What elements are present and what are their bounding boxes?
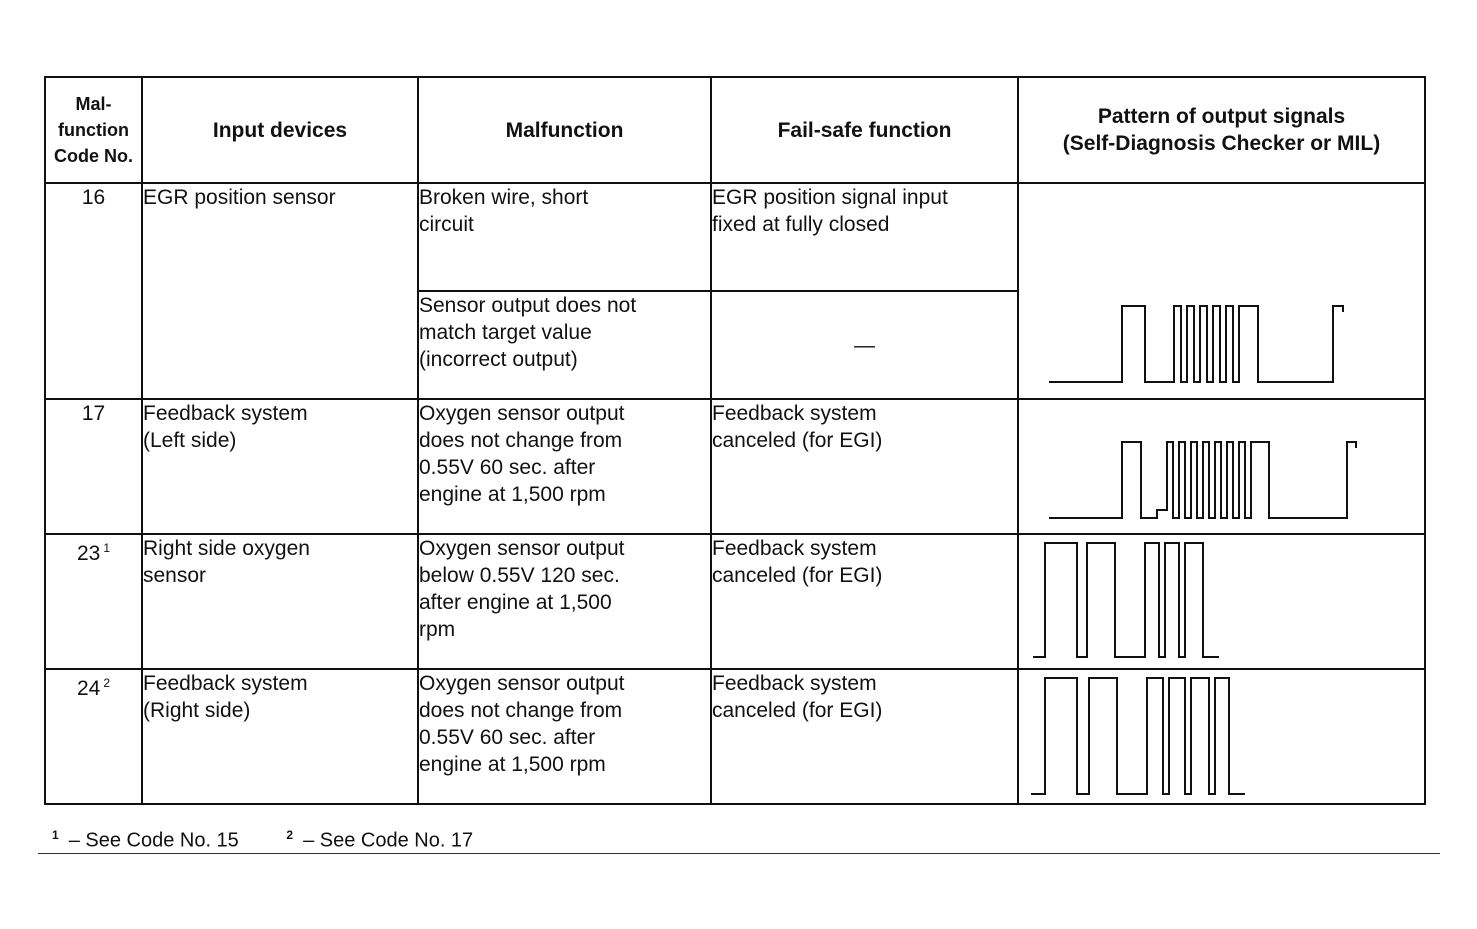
malfunction-line: after engine at 1,500 bbox=[419, 591, 612, 614]
malfunction-line: Broken wire, short bbox=[419, 186, 589, 209]
header-code: Mal- function Code No. bbox=[44, 76, 143, 184]
malfunction-cell: Oxygen sensor output does not change fro… bbox=[417, 398, 712, 535]
input-device-line: Feedback system bbox=[143, 402, 308, 425]
fail-safe-line: canceled (for EGI) bbox=[712, 429, 883, 452]
code-cell: 17 bbox=[44, 398, 143, 535]
code-number: 23 bbox=[76, 542, 101, 565]
fail-safe-line: canceled (for EGI) bbox=[712, 699, 883, 722]
malfunction-line: engine at 1,500 rpm bbox=[419, 483, 606, 506]
fail-safe-cell: Feedback system canceled (for EGI) bbox=[710, 398, 1019, 535]
output-signal-pattern-cell bbox=[1017, 182, 1426, 400]
footnote-mark: 2 bbox=[286, 828, 294, 842]
malfunction-line: engine at 1,500 rpm bbox=[419, 753, 606, 776]
fail-safe-cell: — bbox=[710, 290, 1019, 400]
output-signal-pattern-cell bbox=[1017, 668, 1426, 805]
fail-safe-none: — bbox=[854, 333, 875, 357]
footnote-mark: 2 bbox=[103, 676, 111, 690]
input-device-cell: Feedback system (Right side) bbox=[141, 668, 419, 805]
malfunction-line: Oxygen sensor output bbox=[419, 402, 625, 425]
input-device-line: sensor bbox=[143, 564, 207, 587]
malfunction-line: 0.55V 60 sec. after bbox=[419, 456, 596, 479]
malfunction-line: Oxygen sensor output bbox=[419, 672, 625, 695]
code-number: 24 bbox=[76, 677, 101, 700]
fail-safe-line: Feedback system bbox=[712, 402, 877, 425]
waveform-line bbox=[1031, 677, 1245, 795]
malfunction-code-table: Mal- function Code No. Input devices Mal… bbox=[44, 76, 1426, 805]
malfunction-line: circuit bbox=[419, 213, 474, 236]
fail-safe-line: EGR position signal input bbox=[712, 186, 948, 209]
code-cell: 16 bbox=[44, 182, 143, 400]
output-signal-waveform-16 bbox=[1049, 305, 1344, 383]
waveform-line bbox=[1049, 305, 1344, 383]
header-pattern-line: Pattern of output signals bbox=[1097, 105, 1346, 128]
header-pattern-line: (Self-Diagnosis Checker or MIL) bbox=[1062, 132, 1381, 155]
input-device-cell: Feedback system (Left side) bbox=[141, 398, 419, 535]
header-code-line: Code No. bbox=[54, 146, 133, 166]
input-device-line: (Right side) bbox=[143, 699, 251, 722]
footnote-text: – See Code No. 17 bbox=[303, 829, 474, 852]
malfunction-line: Sensor output does not bbox=[419, 294, 637, 317]
header-input-devices: Input devices bbox=[141, 76, 419, 184]
header-code-line: function bbox=[58, 120, 129, 140]
malfunction-line: rpm bbox=[419, 618, 456, 641]
footnotes: 1 – See Code No. 15 2 – See Code No. 17 bbox=[52, 822, 515, 854]
output-signal-waveform-24 bbox=[1031, 677, 1245, 795]
page-bottom-rule bbox=[38, 853, 1440, 854]
fail-safe-cell: Feedback system canceled (for EGI) bbox=[710, 533, 1019, 670]
malfunction-line: does not change from bbox=[419, 699, 623, 722]
code-number: 16 bbox=[81, 186, 106, 209]
input-device-line: EGR position sensor bbox=[143, 186, 336, 209]
malfunction-line: (incorrect output) bbox=[419, 348, 578, 371]
code-number: 17 bbox=[81, 402, 106, 425]
footnote-mark: 1 bbox=[103, 541, 111, 555]
malfunction-cell: Oxygen sensor output below 0.55V 120 sec… bbox=[417, 533, 712, 670]
input-device-cell: Right side oxygen sensor bbox=[141, 533, 419, 670]
footnote: 2 – See Code No. 17 bbox=[286, 822, 473, 854]
waveform-line bbox=[1049, 441, 1357, 519]
malfunction-cell: Broken wire, short circuit bbox=[417, 182, 712, 292]
fail-safe-line: canceled (for EGI) bbox=[712, 564, 883, 587]
malfunction-line: Oxygen sensor output bbox=[419, 537, 625, 560]
table-row-code-16a: 16 EGR position sensor Broken wire, shor… bbox=[44, 182, 1426, 400]
input-device-line: (Left side) bbox=[143, 429, 237, 452]
header-fail-safe: Fail-safe function bbox=[710, 76, 1019, 184]
output-signal-pattern-cell bbox=[1017, 398, 1426, 535]
malfunction-line: does not change from bbox=[419, 429, 623, 452]
fail-safe-cell: EGR position signal input fixed at fully… bbox=[710, 182, 1019, 292]
table-header-row: Mal- function Code No. Input devices Mal… bbox=[44, 76, 1426, 184]
header-pattern: Pattern of output signals (Self-Diagnosi… bbox=[1017, 76, 1426, 184]
table-row-code-17: 17 Feedback system (Left side) Oxygen se… bbox=[44, 398, 1426, 535]
output-signal-waveform-23 bbox=[1033, 542, 1219, 658]
input-device-line: Feedback system bbox=[143, 672, 308, 695]
output-signal-pattern-cell bbox=[1017, 533, 1426, 670]
malfunction-line: 0.55V 60 sec. after bbox=[419, 726, 596, 749]
header-code-line: Mal- bbox=[75, 94, 112, 114]
table-row-code-16b: Sensor output does not match target valu… bbox=[45, 290, 1425, 400]
malfunction-cell: Sensor output does not match target valu… bbox=[417, 290, 712, 400]
malfunction-cell: Oxygen sensor output does not change fro… bbox=[417, 668, 712, 805]
footnote-mark: 1 bbox=[52, 828, 59, 842]
footnote: 1 – See Code No. 15 bbox=[52, 822, 239, 854]
input-device-cell: EGR position sensor bbox=[141, 182, 419, 400]
footnote-text: – See Code No. 15 bbox=[68, 829, 239, 852]
header-malfunction: Malfunction bbox=[417, 76, 712, 184]
fail-safe-line: Feedback system bbox=[712, 537, 877, 560]
waveform-line bbox=[1033, 542, 1219, 658]
fail-safe-cell: Feedback system canceled (for EGI) bbox=[710, 668, 1019, 805]
input-device-line: Right side oxygen bbox=[143, 537, 310, 560]
fail-safe-line: Feedback system bbox=[712, 672, 877, 695]
malfunction-line: below 0.55V 120 sec. bbox=[419, 564, 620, 587]
fail-safe-line: fixed at fully closed bbox=[712, 213, 890, 236]
output-signal-waveform-17 bbox=[1049, 441, 1357, 519]
malfunction-line: match target value bbox=[419, 321, 592, 344]
